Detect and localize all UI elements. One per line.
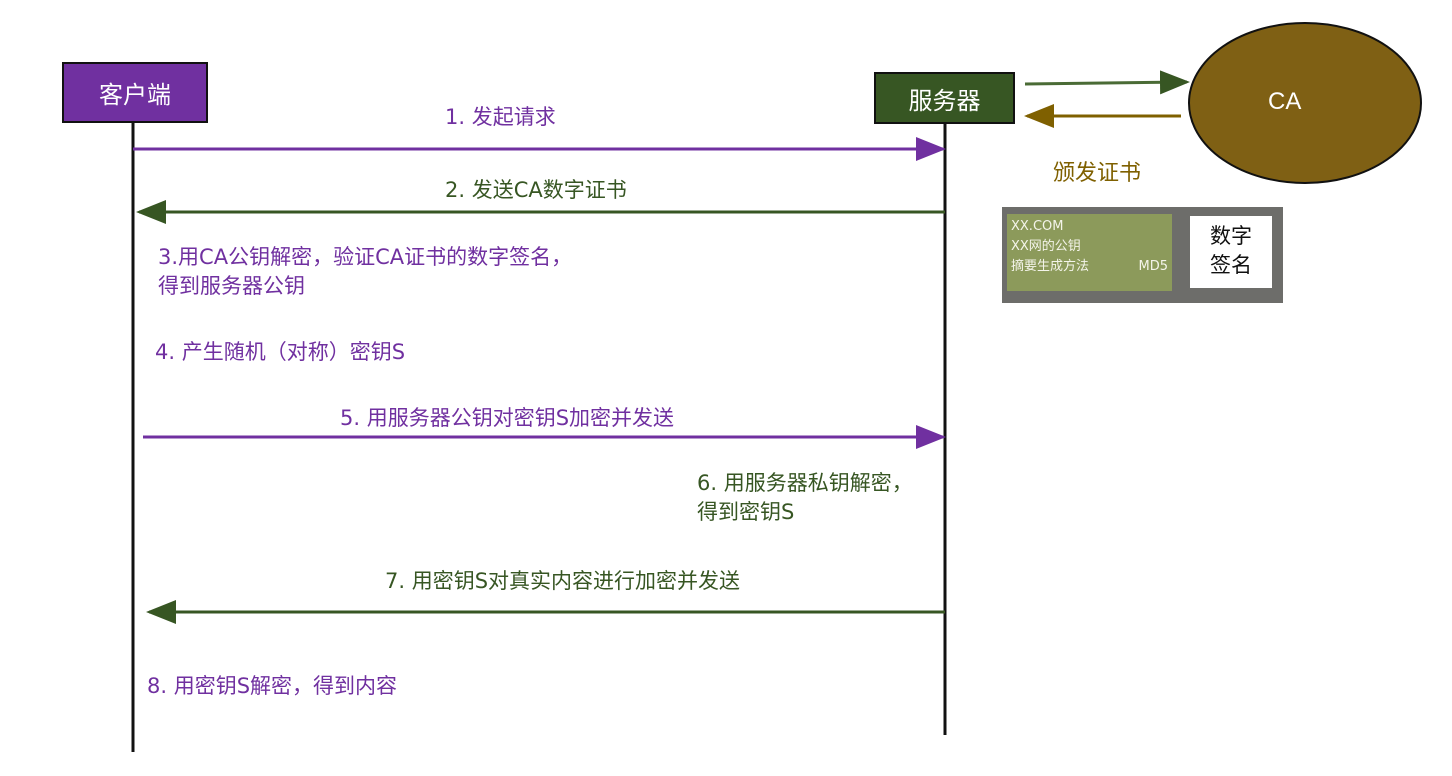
certificate-illustration: XX.COM XX网的公钥 摘要生成方法 MD5 数字 签名 (1002, 207, 1283, 303)
issue-certificate-label: 颁发证书 (1053, 161, 1142, 186)
step-1-label: 1. 发起请求 (445, 105, 556, 129)
cert-digest-row: 摘要生成方法 MD5 (1011, 257, 1168, 277)
step-5-label: 5. 用服务器公钥对密钥S加密并发送 (340, 406, 675, 430)
cert-signature-line-2: 签名 (1210, 253, 1252, 277)
server-to-ca-arrow (1024, 70, 1190, 95)
step-6-line-1: 6. 用服务器私钥解密， (697, 471, 913, 495)
cert-digest-label: 摘要生成方法 (1011, 259, 1090, 274)
step-2-label: 2. 发送CA数字证书 (445, 178, 627, 202)
step-6-label: 6. 用服务器私钥解密， 得到密钥S (697, 469, 913, 527)
step-7-label: 7. 用密钥S对真实内容进行加密并发送 (385, 569, 741, 593)
cert-digest-method: MD5 (1138, 259, 1169, 274)
step-3-line-1: 3.用CA公钥解密，验证CA证书的数字签名， (158, 245, 573, 269)
certificate-info: XX.COM XX网的公钥 摘要生成方法 MD5 (1007, 214, 1172, 291)
step-3-label: 3.用CA公钥解密，验证CA证书的数字签名， 得到服务器公钥 (158, 243, 572, 301)
client-box: 客户端 (62, 62, 208, 123)
step-3-line-2: 得到服务器公钥 (158, 274, 305, 298)
cert-signature: 数字 签名 (1190, 216, 1272, 288)
server-label: 服务器 (908, 86, 981, 115)
cert-domain: XX.COM (1011, 219, 1064, 234)
cert-public-key: XX网的公钥 (1011, 239, 1081, 254)
client-label: 客户端 (99, 81, 171, 109)
step-4-label: 4. 产生随机（对称）密钥S (155, 340, 406, 364)
step-8-label: 8. 用密钥S解密，得到内容 (147, 674, 398, 698)
ca-node (1188, 22, 1422, 184)
ca-label: CA (1268, 88, 1302, 115)
cert-signature-line-1: 数字 (1210, 224, 1252, 248)
server-box: 服务器 (874, 72, 1015, 124)
step-6-line-2: 得到密钥S (697, 500, 795, 524)
